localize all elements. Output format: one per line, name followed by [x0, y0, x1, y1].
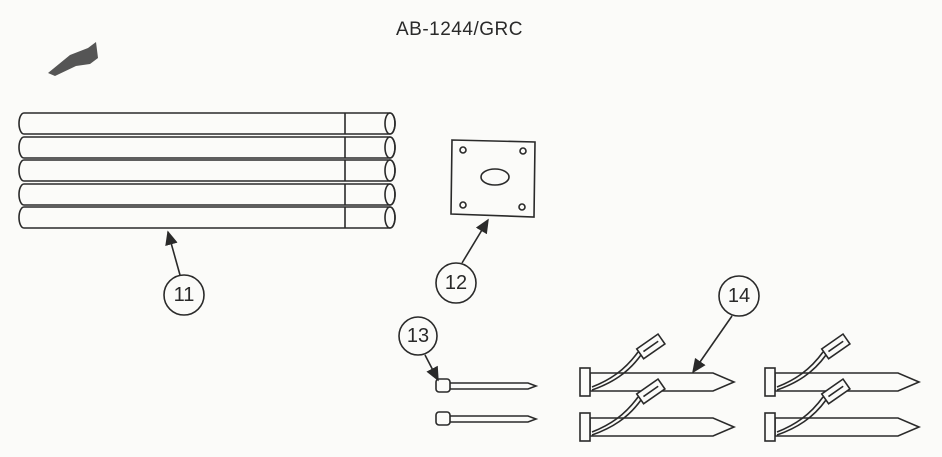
- pole: [18, 159, 396, 182]
- stake: [764, 332, 922, 397]
- pole: [18, 206, 396, 229]
- callout-label: 11: [174, 284, 195, 306]
- pins: [435, 378, 539, 426]
- callout-label: 12: [445, 272, 467, 294]
- callout-14: 14: [692, 275, 760, 374]
- callout-label: 13: [407, 325, 429, 347]
- pole: [18, 183, 396, 206]
- pole: [18, 136, 396, 159]
- stakes: [579, 332, 922, 442]
- pointing-hand-icon: [48, 42, 98, 76]
- base-plate: [450, 139, 536, 218]
- stake: [579, 377, 737, 442]
- callout-11: 11: [163, 230, 205, 316]
- callout-label: 14: [728, 285, 750, 307]
- pole: [18, 112, 396, 135]
- callout-12: 12: [435, 218, 489, 304]
- poles: [18, 112, 396, 229]
- callout-13: 13: [398, 316, 439, 382]
- drawing-title: AB-1244/GRC: [396, 19, 523, 40]
- stake: [764, 377, 922, 442]
